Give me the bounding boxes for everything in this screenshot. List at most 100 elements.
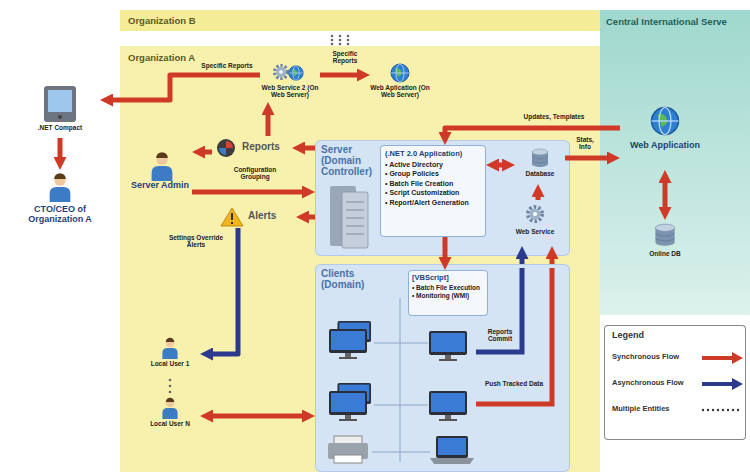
person-icon (162, 338, 177, 359)
globe-icon (391, 64, 409, 82)
flow-arrow (205, 150, 212, 155)
list-item: • Report/Alert Generation (385, 198, 481, 207)
org-band: Organization B (120, 10, 600, 31)
flow-arrow (320, 73, 357, 78)
legend-sample (700, 351, 744, 365)
legend-dot (722, 409, 724, 411)
flow-label: Push Tracked Data (482, 380, 546, 387)
node-text: Local User N (140, 420, 200, 427)
legend-head (732, 378, 743, 390)
flow-label: Settings Override Alerts (160, 234, 232, 249)
node-text: Web Service (505, 228, 565, 235)
legend-dot (707, 409, 709, 411)
user-dots (169, 379, 172, 394)
legend-dot (717, 409, 719, 411)
legend-row: Synchronous Flow (612, 346, 738, 372)
node-text: Reports (242, 141, 290, 152)
flow-label: Reports Commit (482, 328, 518, 343)
flow-label: Specific Reports (330, 50, 360, 65)
node-text: Server Admin (128, 180, 192, 190)
legend-dot (737, 409, 739, 411)
node-text: Online DB (635, 250, 695, 257)
flow-arrow (213, 414, 302, 419)
flow-arrow (192, 190, 302, 195)
node-text: Organization B (128, 15, 592, 26)
list-item: • Active Directory (385, 160, 481, 169)
legend-text: Synchronous Flow (612, 346, 696, 361)
node-text: Server (Domain Controller) (321, 144, 383, 177)
node-text: Alerts (248, 210, 294, 221)
flow-arrow (58, 138, 63, 157)
pda-icon (44, 86, 76, 122)
flow-arrow (305, 146, 315, 151)
legend-text: Multiple Entities (612, 398, 696, 413)
list-item: • Batch File Creation (385, 179, 481, 188)
flow-arrow (213, 228, 238, 354)
data-wire (476, 268, 522, 352)
legend-dot (702, 409, 704, 411)
flow-arrow (443, 237, 448, 257)
gear-icon (275, 66, 288, 79)
globe-icon (289, 66, 303, 80)
node-text: Clients (Domain) (321, 268, 383, 290)
node-text: Database (515, 170, 565, 177)
list-item: • Group Policies (385, 169, 481, 178)
flow-arrow (663, 183, 668, 207)
node-text: Local User 1 (140, 360, 200, 367)
computer-icon (329, 391, 367, 421)
legend-title: Legend (612, 330, 738, 340)
node-text: (.NET 2.0 Application) (385, 149, 481, 158)
flow-arrow (550, 259, 555, 264)
legend-row: Multiple Entities (612, 398, 738, 424)
legend-row: Asynchronous Flow (612, 372, 738, 398)
legend-sample (700, 403, 744, 417)
node-text: Web Application (620, 140, 710, 150)
flow-arrow (565, 156, 607, 161)
list-item: • Script Customization (385, 188, 481, 197)
node-text: [VBScript] (412, 273, 484, 282)
computer-icon (429, 391, 467, 421)
person-icon (152, 152, 173, 181)
flow-arrow (536, 197, 541, 200)
server-rack (330, 186, 368, 248)
globe-icon (652, 108, 679, 135)
flow-label: Specific Reports (196, 62, 258, 69)
node-text: Central International Serve (606, 16, 744, 27)
server-region: Central International ServeWeb Applicati… (600, 10, 750, 315)
computer-icon (429, 331, 467, 361)
flow-arrow (113, 75, 260, 100)
legend-text: Asynchronous Flow (612, 372, 696, 387)
flow-label: Stats, Info (571, 136, 599, 151)
service-node: Web Service 2 (On Web Server) (260, 62, 320, 102)
org-b-dots (331, 35, 350, 46)
flow-arrow (266, 115, 271, 136)
legend-dot (732, 409, 734, 411)
app-box: (.NET 2.0 Application) • Active Directory… (380, 145, 486, 237)
legend-dot (727, 409, 729, 411)
flow-label: Configuration Grouping (222, 166, 288, 181)
legend-sample (700, 377, 744, 391)
flow-arrow (499, 163, 502, 168)
legend-line (702, 356, 732, 360)
person-icon (162, 398, 177, 419)
reports-icon (217, 139, 235, 157)
node-text: CTO/CEO of Organization A (10, 204, 110, 225)
data-wire (476, 268, 552, 404)
list-item: • Monitoring (WMI) (412, 292, 484, 300)
laptop-icon (430, 436, 474, 464)
flow-label: Updates, Templates (512, 113, 596, 120)
legend-dot (712, 409, 714, 411)
list-item: • Batch File Execution (412, 284, 484, 292)
flow-arrow (309, 215, 315, 220)
flow-arrow (520, 259, 525, 264)
legend-box: LegendSynchronous FlowAsynchronous FlowM… (604, 325, 746, 440)
node-text: .NET Compact (22, 124, 98, 131)
printer-icon (328, 436, 368, 463)
legend-head (732, 352, 743, 364)
warning-icon (221, 208, 243, 226)
database-icon (532, 149, 548, 167)
node-text: Web Aplication (On Web Server) (370, 84, 430, 99)
